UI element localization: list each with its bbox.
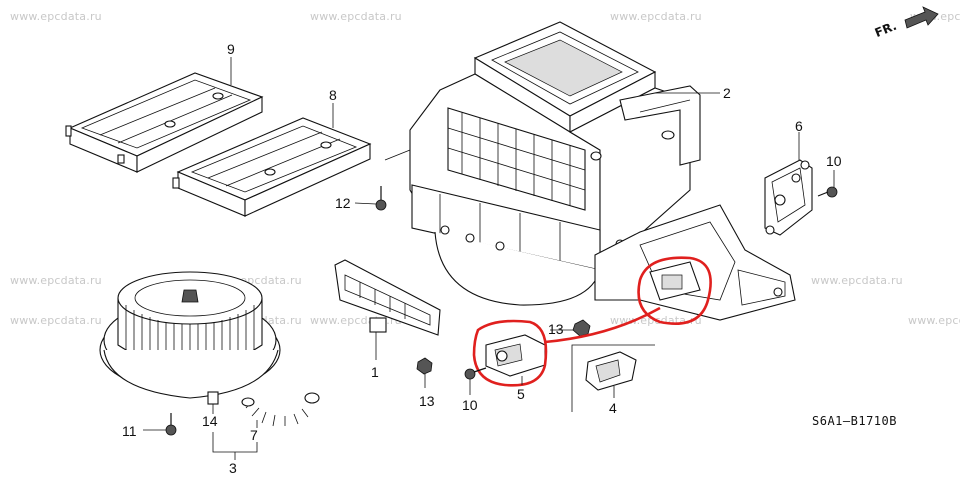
callout-8[interactable]: 8 <box>329 87 337 103</box>
part-13-nut-center[interactable] <box>572 319 591 337</box>
callout-11[interactable]: 11 <box>122 423 137 439</box>
callout-4[interactable]: 4 <box>609 400 617 416</box>
part-11-screw[interactable] <box>143 413 177 436</box>
part-13-nut-left[interactable] <box>416 357 433 388</box>
part-1-cover-plate[interactable] <box>334 259 441 360</box>
watermark: www.epcdata.ru <box>811 274 903 287</box>
callout-2[interactable]: 2 <box>723 85 731 101</box>
callout-7[interactable]: 7 <box>250 427 258 443</box>
part-4-connector[interactable] <box>571 344 655 412</box>
part-10-screw-right[interactable] <box>817 170 838 198</box>
part-3-blower-fan[interactable] <box>99 271 281 405</box>
watermark: www.epcdata.ru <box>10 314 102 327</box>
callout-10-center[interactable]: 10 <box>462 397 478 413</box>
part-12-screw[interactable] <box>354 149 411 211</box>
callout-13-left[interactable]: 13 <box>419 393 435 409</box>
diagram-code: S6A1—B1710B <box>812 414 897 428</box>
part-9-filter-tray[interactable] <box>65 72 264 173</box>
front-direction-arrow <box>904 6 939 29</box>
callout-12[interactable]: 12 <box>335 195 351 211</box>
callout-1[interactable]: 1 <box>371 364 379 380</box>
callout-13-center[interactable]: 13 <box>548 321 564 337</box>
callout-5[interactable]: 5 <box>517 386 525 402</box>
watermark: www.epcdata.ru <box>10 10 102 23</box>
callout-3[interactable]: 3 <box>229 460 237 476</box>
part-2-blower-housing[interactable] <box>409 21 701 306</box>
part-5-power-transistor[interactable] <box>472 306 661 387</box>
callout-10-right[interactable]: 10 <box>826 153 842 169</box>
part-7-drain-hose[interactable] <box>241 392 320 427</box>
part-10-screw-center[interactable] <box>464 367 487 395</box>
part-6-actuator[interactable] <box>764 132 813 236</box>
leader-lines <box>212 57 720 460</box>
callout-14[interactable]: 14 <box>202 413 218 429</box>
part-8-filter-tray[interactable] <box>172 117 372 217</box>
callout-6[interactable]: 6 <box>795 118 803 134</box>
callout-9[interactable]: 9 <box>227 41 235 57</box>
watermark: www.epcdata.ru <box>610 10 702 23</box>
watermark: www.epcdata.ru <box>310 10 402 23</box>
watermark: www.epcdata.ru <box>908 314 960 327</box>
watermark: www.epcdata.ru <box>10 274 102 287</box>
